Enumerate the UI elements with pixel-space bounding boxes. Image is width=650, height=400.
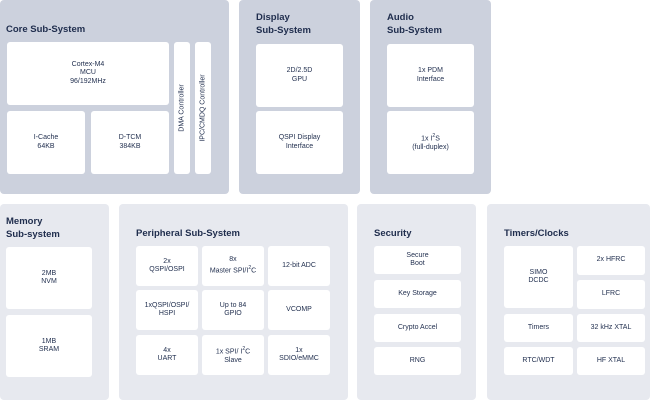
uart-block: 4x UART (136, 335, 198, 375)
simo-dcdc-block: SIMO DCDC (504, 246, 573, 308)
adc-block: 12-bit ADC (268, 246, 330, 286)
i2s-duplex-label: (full-duplex) (412, 144, 449, 152)
spi-i2c-slave-block: 1x SPI/ I2C Slave (202, 335, 264, 375)
i2s-suffix: S (435, 135, 440, 143)
security-title: Security (374, 228, 412, 239)
nvm-block: 2MB NVM (6, 247, 92, 309)
icache-block: I-Cache 64KB (7, 111, 85, 174)
slave-spi-prefix: 1x SPI/ I (215, 348, 243, 356)
cortex-m4-mcu-block: Cortex-M4 MCU 96/192MHz (7, 42, 169, 105)
sram-block: 1MB SRAM (6, 315, 92, 377)
vcomp-block: VCOMP (268, 290, 330, 330)
hfrc-block: 2x HFRC (577, 246, 645, 275)
timers-clocks-title: Timers/Clocks (504, 228, 569, 239)
gpu-block: 2D/2.5D GPU (256, 44, 343, 107)
master-spi-prefix: 8x Master SPI/I (209, 255, 249, 275)
xtal-32khz-block: 32 kHz XTAL (577, 314, 645, 342)
qspi-display-interface-block: QSPI Display Interface (256, 111, 343, 174)
dma-controller-label: DMA Controller (178, 84, 186, 132)
rtc-wdt-block: RTC/WDT (504, 347, 573, 375)
slave-spi-suffix: C Slave (224, 348, 251, 364)
master-spi-i2c-block: 8x Master SPI/I2C (202, 246, 264, 286)
hspi-block: 1xQSPI/OSPI/ HSPI (136, 290, 198, 330)
i2s-prefix: 1x I (421, 135, 433, 143)
key-storage-block: Key Storage (374, 280, 461, 308)
ipc-cmdq-controller-label: IPC/CMDQ Controller (199, 74, 207, 142)
memory-subsystem-title: Memory Sub-system (6, 216, 60, 240)
master-spi-superscript: 2 (248, 265, 252, 272)
timers-block: Timers (504, 314, 573, 342)
crypto-accel-block: Crypto Accel (374, 314, 461, 342)
master-spi-suffix: C (251, 267, 257, 275)
secure-boot-block: Secure Boot (374, 246, 461, 274)
sdio-emmc-block: 1x SDIO/eMMC (268, 335, 330, 375)
audio-subsystem-title: Audio Sub-System (387, 12, 442, 36)
dma-controller-block: DMA Controller (174, 42, 190, 174)
rng-block: RNG (374, 347, 461, 375)
gpio-block: Up to 84 GPIO (202, 290, 264, 330)
core-subsystem-title: Core Sub-System (6, 24, 86, 35)
hf-xtal-block: HF XTAL (577, 347, 645, 375)
lfrc-block: LFRC (577, 280, 645, 309)
qspi-ospi-block: 2x QSPI/OSPI (136, 246, 198, 286)
i2s-interface-block: 1x I2S(full-duplex) (387, 111, 474, 174)
dtcm-block: D-TCM 384KB (91, 111, 169, 174)
pdm-interface-block: 1x PDM Interface (387, 44, 474, 107)
peripheral-subsystem-title: Peripheral Sub-System (136, 228, 241, 239)
slave-spi-superscript: 2 (242, 345, 246, 352)
display-subsystem-title: Display Sub-System (256, 12, 311, 36)
ipc-cmdq-controller-block: IPC/CMDQ Controller (195, 42, 211, 174)
i2s-superscript: 2 (432, 133, 436, 140)
